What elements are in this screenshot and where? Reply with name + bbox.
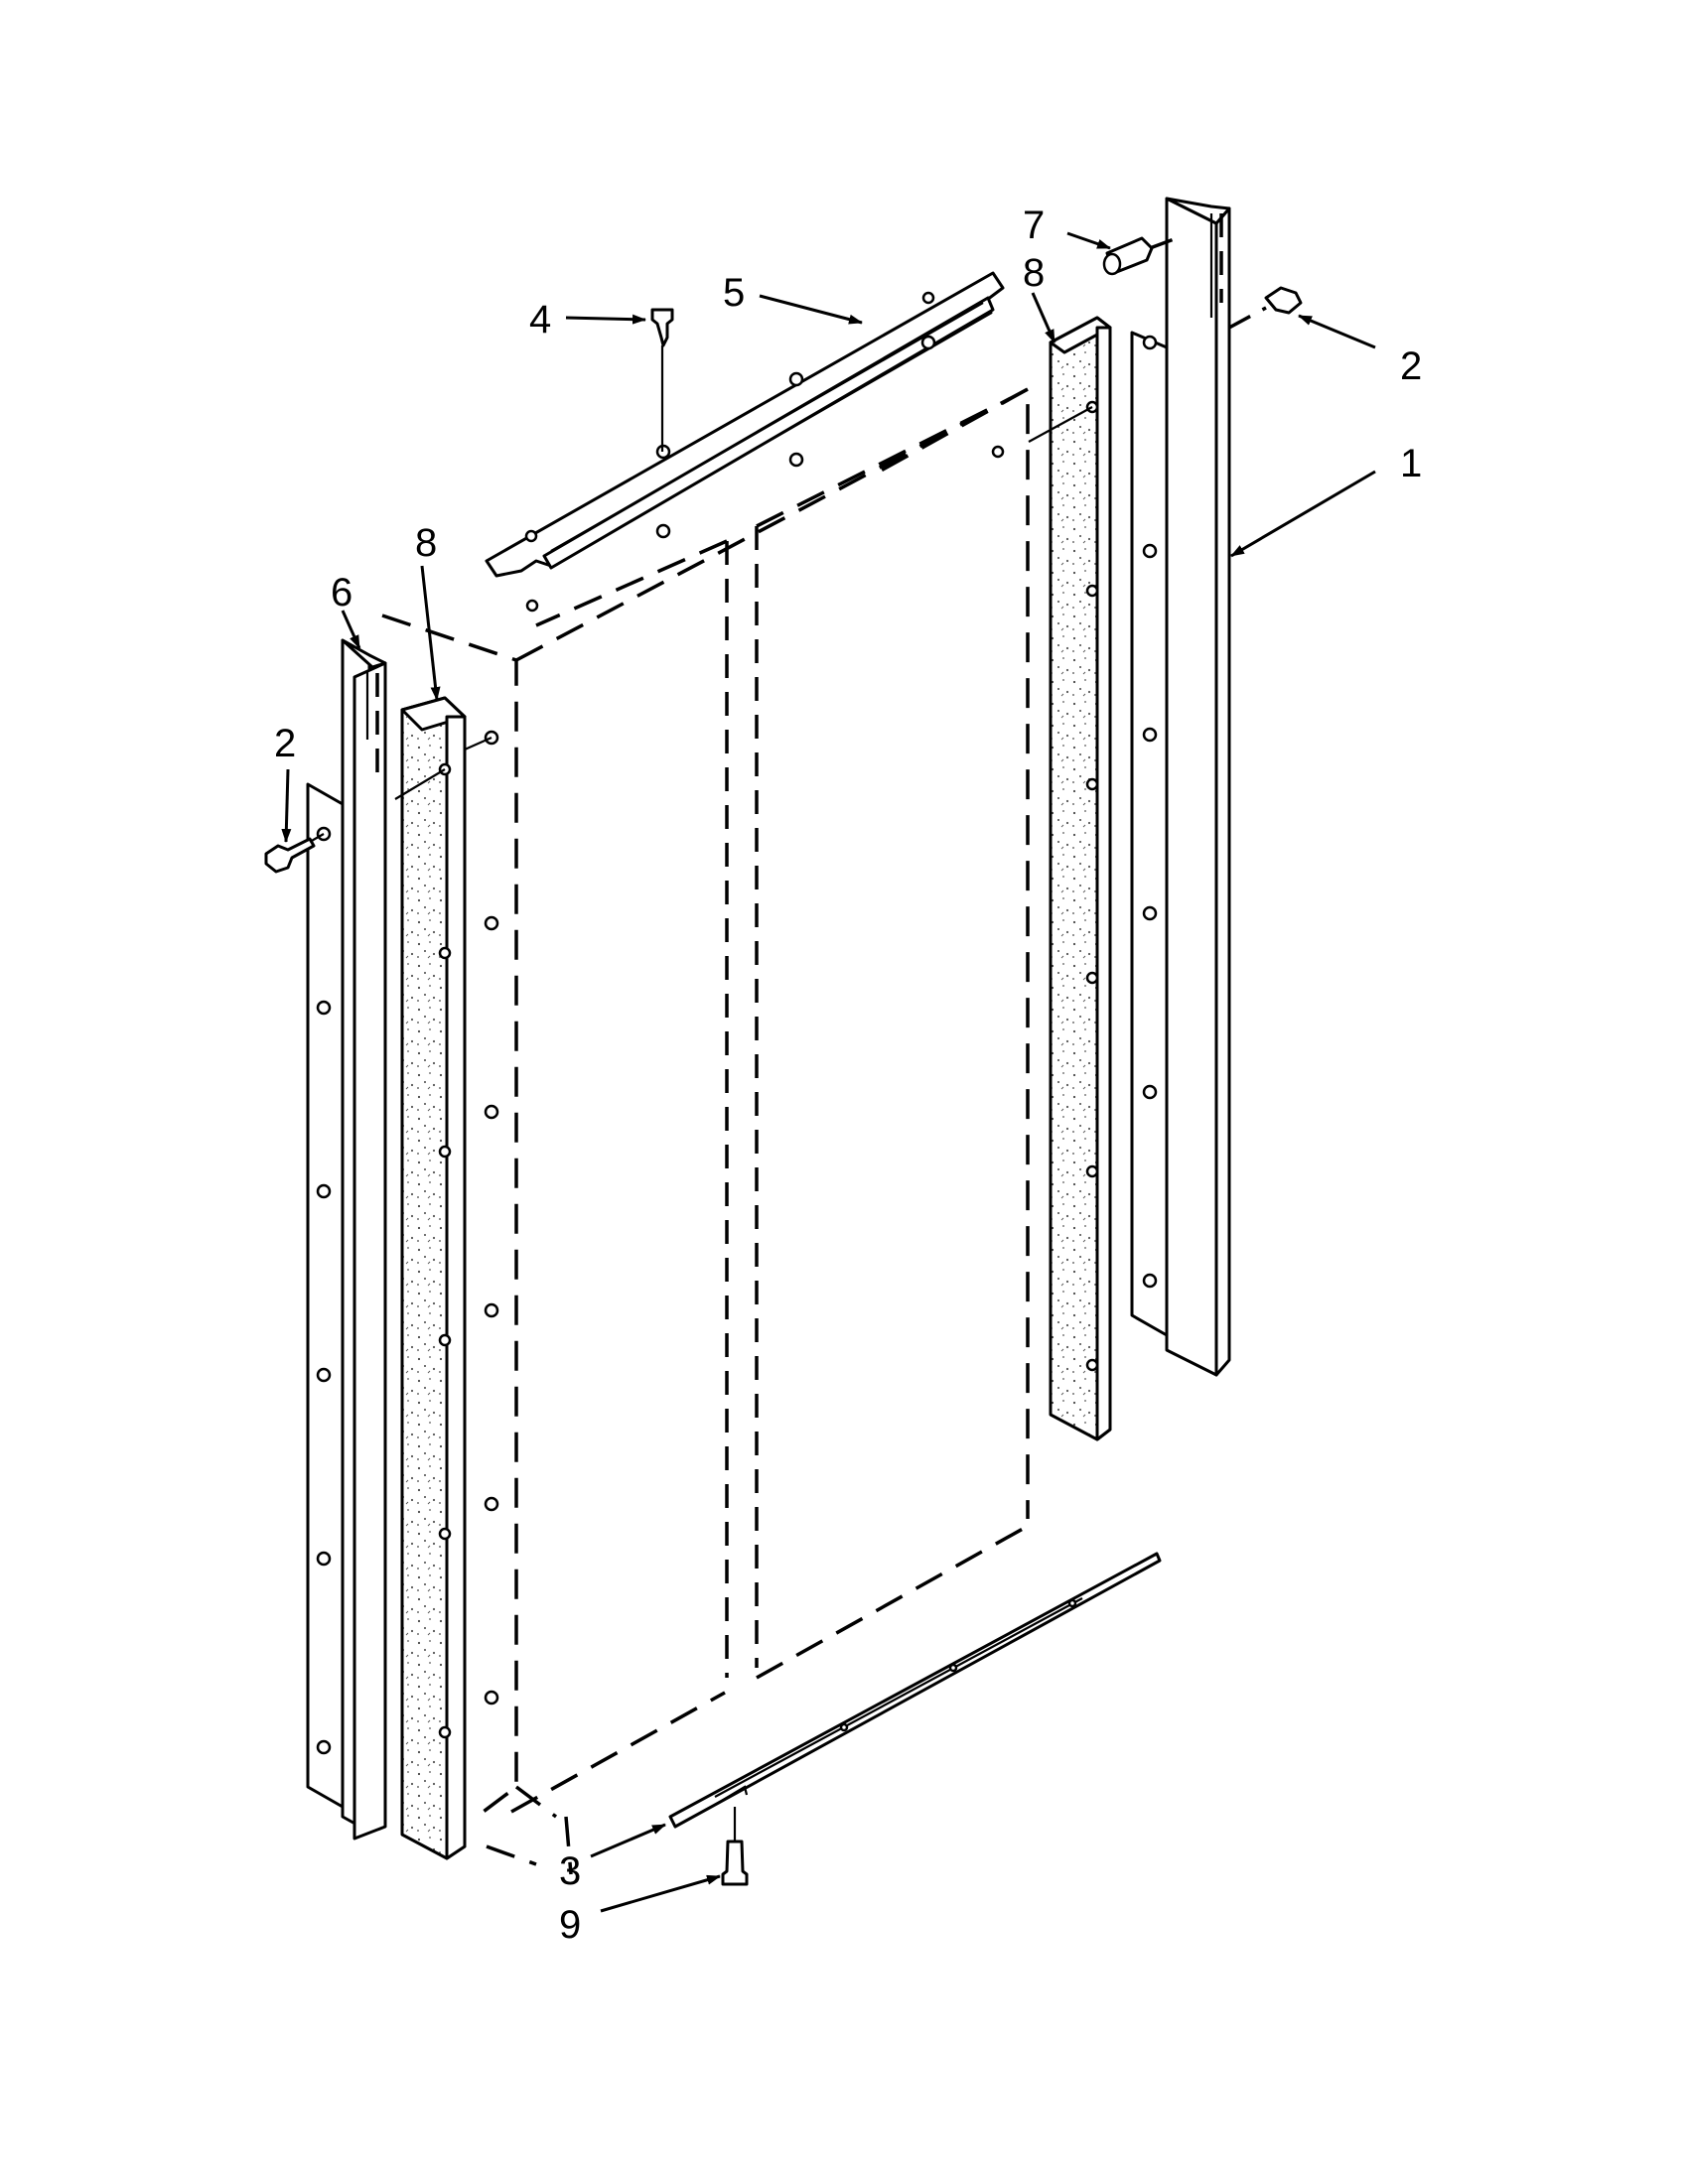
callout-9: 9: [559, 1903, 581, 1947]
callout-1: 1: [1400, 442, 1422, 485]
cabinet-side-holes: [464, 730, 499, 1706]
screw-part-2-right: [1228, 286, 1303, 330]
callout-6: 6: [331, 571, 352, 614]
leader-lines: [281, 231, 1376, 1913]
right-bracket: [1130, 331, 1169, 1337]
right-channel-part-1: [1165, 197, 1231, 1377]
right-foam-strip-part-8: [1028, 316, 1112, 1441]
top-rail-part-5: [485, 271, 1005, 613]
cabinet-phantom-outline: [381, 386, 1030, 1875]
screw-part-4: [650, 308, 674, 452]
plug-part-7: [1102, 236, 1178, 276]
left-channel-part-6: [341, 638, 387, 1841]
callout-8-left: 8: [415, 521, 437, 565]
callout-5: 5: [723, 271, 745, 315]
left-foam-strip-part-8: [394, 696, 467, 1860]
screw-part-9: [721, 1807, 749, 1886]
callout-2-left: 2: [274, 722, 296, 765]
left-bracket: [306, 782, 345, 1809]
callout-7: 7: [1023, 204, 1045, 247]
callout-8-right: 8: [1023, 251, 1045, 295]
callout-4: 4: [529, 298, 551, 341]
screw-part-2-left: [264, 833, 325, 874]
callout-labels: 1 2 7 8 5 4 8 6 2 3 9: [274, 204, 1422, 1947]
callout-3: 3: [559, 1849, 581, 1893]
bottom-strip-part-3: [668, 1552, 1162, 1829]
callout-2-right: 2: [1400, 344, 1422, 388]
